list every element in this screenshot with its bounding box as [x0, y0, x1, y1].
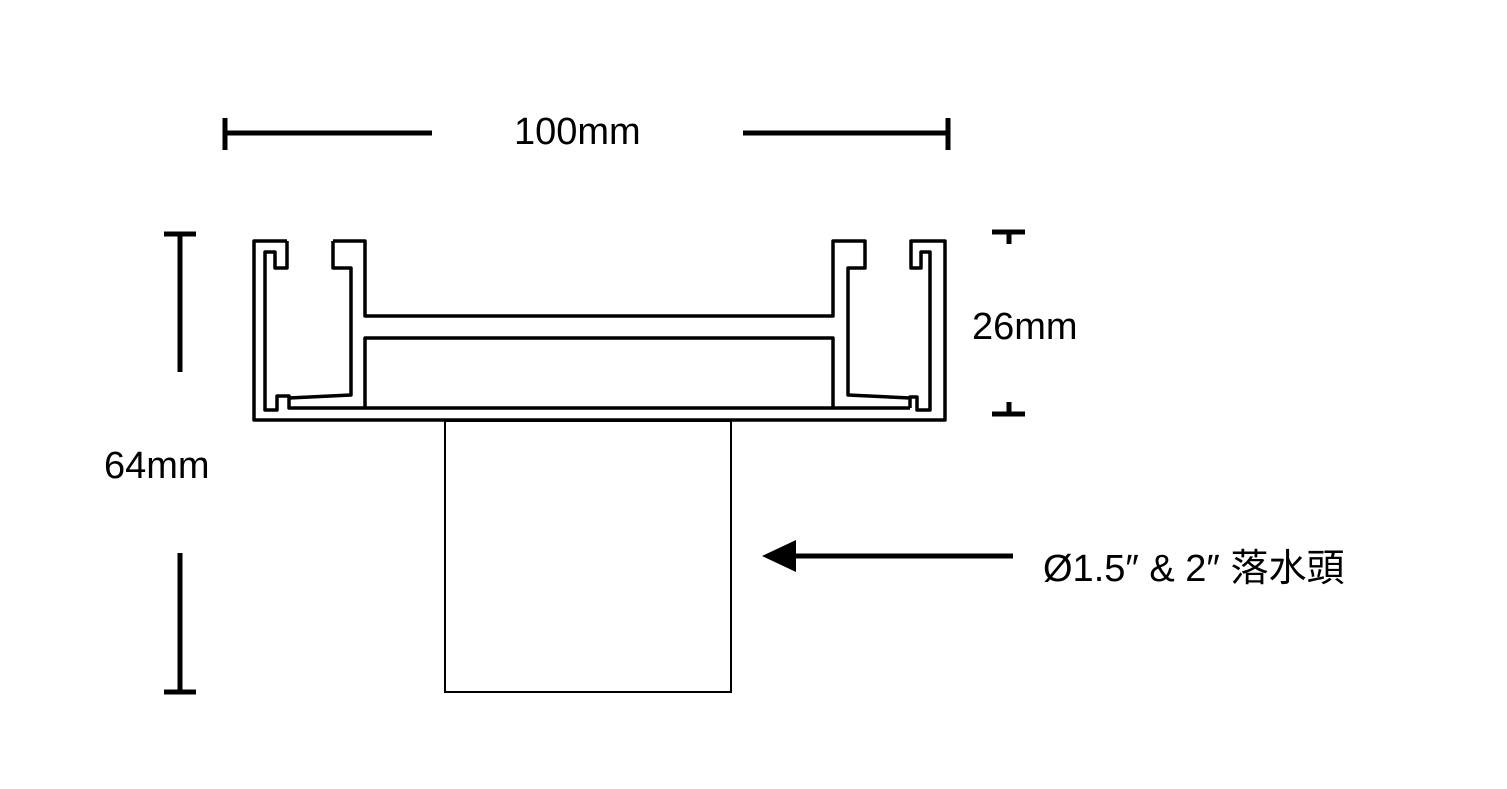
arrow-icon [762, 540, 1013, 572]
channel-profile [252, 239, 947, 422]
outlet-label: Ø1.5″ & 2″ 落水頭 [1043, 548, 1345, 590]
total-height-label: 64mm [104, 445, 210, 487]
width-label: 100mm [514, 111, 641, 153]
width-dimension-line [222, 118, 951, 150]
total-height-dimension-line [164, 231, 196, 695]
frame-height-label: 26mm [972, 306, 1078, 348]
outlet-pipe [444, 420, 732, 693]
frame-height-dimension-line [992, 229, 1025, 417]
